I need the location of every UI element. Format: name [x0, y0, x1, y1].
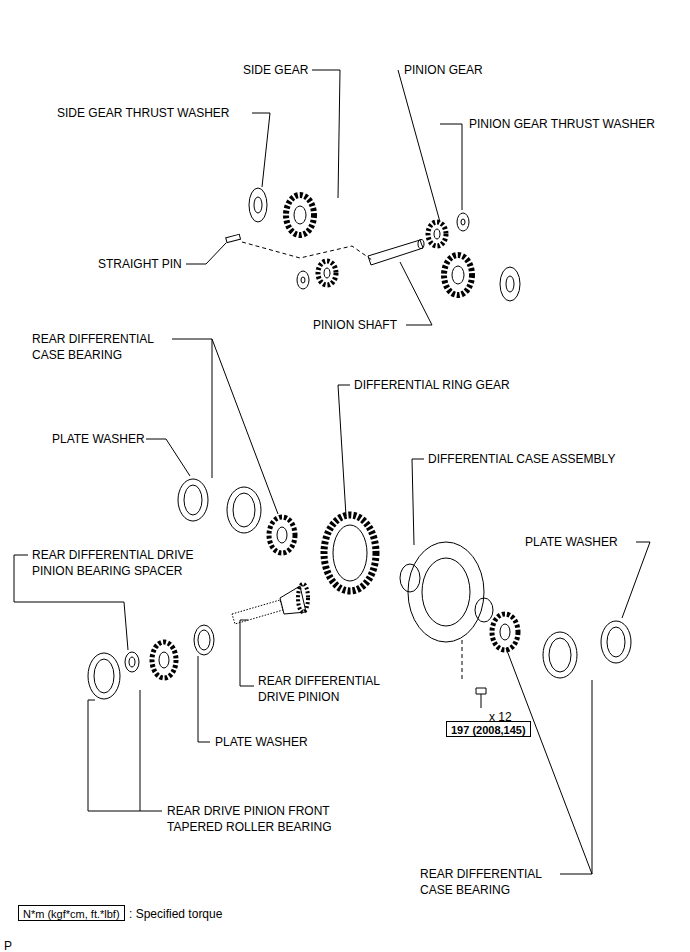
part-label: REAR DIFFERENTIAL DRIVE PINION [258, 673, 398, 705]
part-label: DIFFERENTIAL CASE ASSEMBLY [428, 451, 615, 467]
part-label: REAR DRIVE PINION FRONT TAPERED ROLLER B… [167, 803, 372, 835]
part-label: PINION SHAFT [313, 317, 397, 333]
part-label: REAR DIFFERENTIAL CASE BEARING [32, 331, 182, 363]
page-marker: P [4, 938, 12, 952]
part-label: REAR DIFFERENTIAL CASE BEARING [420, 866, 560, 898]
legend-box: N*m (kgf*cm, ft.*lbf) [18, 905, 125, 921]
part-label: PLATE WASHER [215, 734, 308, 750]
part-label: PLATE WASHER [52, 431, 145, 447]
differential-carrier [178, 479, 631, 708]
part-label: REAR DIFFERENTIAL DRIVE PINION BEARING S… [32, 547, 217, 579]
part-label: DIFFERENTIAL RING GEAR [354, 377, 510, 393]
torque-box: 197 (2008,145) [446, 721, 531, 737]
leader-lines [14, 70, 650, 874]
gear-set [226, 188, 520, 301]
part-label: PLATE WASHER [525, 534, 618, 550]
part-label: SIDE GEAR THRUST WASHER [57, 105, 229, 121]
box-text: 197 (2008,145) [451, 724, 526, 736]
part-label: SIDE GEAR [243, 62, 308, 78]
part-label: PINION GEAR THRUST WASHER [469, 116, 655, 132]
part-label: PINION GEAR [404, 62, 483, 78]
part-label: STRAIGHT PIN [98, 256, 182, 272]
box-text: N*m (kgf*cm, ft.*lbf) [23, 908, 120, 920]
legend-text: : Specified torque [129, 906, 222, 922]
